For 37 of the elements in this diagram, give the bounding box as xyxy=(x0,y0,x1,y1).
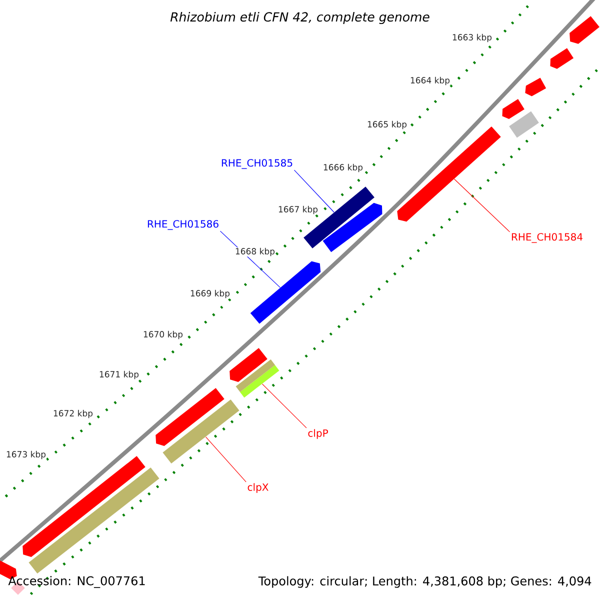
scale-label: 1664 kbp xyxy=(409,76,451,86)
leader-line xyxy=(294,170,334,213)
gene-feature xyxy=(156,388,224,446)
gene-feature xyxy=(322,202,382,252)
gene-feature xyxy=(570,16,600,44)
footer-text: Topology: circular; Length: 4,381,608 bp; Genes: 4,094 xyxy=(258,576,592,588)
gene-label: RHE_CH01585 xyxy=(222,159,292,169)
gene-feature xyxy=(162,400,240,464)
gene-label: RHE_CH01584 xyxy=(512,233,582,243)
gene-feature xyxy=(240,365,280,398)
footer-text: Accession: NC_007761 xyxy=(8,576,145,588)
gene-feature xyxy=(304,186,374,248)
gene-feature xyxy=(502,99,524,119)
title: Rhizobium etli CFN 42, complete genome xyxy=(170,12,430,24)
gene-feature xyxy=(250,261,321,324)
gene-feature xyxy=(509,111,539,138)
leader-line xyxy=(454,178,510,232)
gene-label: clpP xyxy=(308,429,328,439)
gene-feature xyxy=(28,468,160,574)
scale-label: 1670 kbp xyxy=(142,330,184,340)
gene-feature xyxy=(550,48,574,69)
scale-label: 1673 kbp xyxy=(5,450,47,460)
scale-label: 1663 kbp xyxy=(451,33,493,43)
scale-label: 1669 kbp xyxy=(189,289,231,299)
scale-label: 1672 kbp xyxy=(52,409,94,419)
scale-label: 1665 kbp xyxy=(366,120,408,130)
gene-feature xyxy=(230,348,268,382)
gene-feature xyxy=(236,359,276,392)
leader-line xyxy=(262,384,307,428)
gene-label: RHE_CH01586 xyxy=(148,220,218,230)
gene-feature xyxy=(525,78,546,96)
gene-label: clpX xyxy=(248,483,268,493)
scale-label: 1671 kbp xyxy=(98,370,140,380)
leader-line xyxy=(206,436,246,482)
scale-label: 1667 kbp xyxy=(277,205,319,215)
scale-label: 1668 kbp xyxy=(234,247,276,257)
scale-label: 1666 kbp xyxy=(322,163,364,173)
